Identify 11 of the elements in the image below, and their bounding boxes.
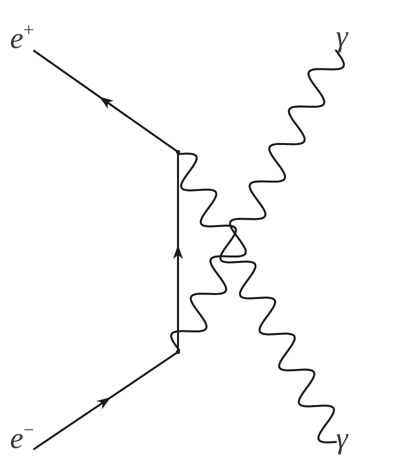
wavy-line — [178, 152, 337, 444]
arrow-line — [33, 352, 177, 450]
arrow-line — [33, 50, 177, 152]
particle-label: γ — [336, 424, 348, 454]
particle-label: γ — [336, 22, 348, 52]
particle-label: e$^{+}$ — [10, 24, 34, 54]
particle-label: e$^{−}$ — [10, 424, 34, 454]
wavy-line — [170, 50, 345, 351]
arrow-line — [173, 153, 183, 351]
vertex-point — [176, 150, 180, 154]
vertex-point — [176, 350, 180, 354]
